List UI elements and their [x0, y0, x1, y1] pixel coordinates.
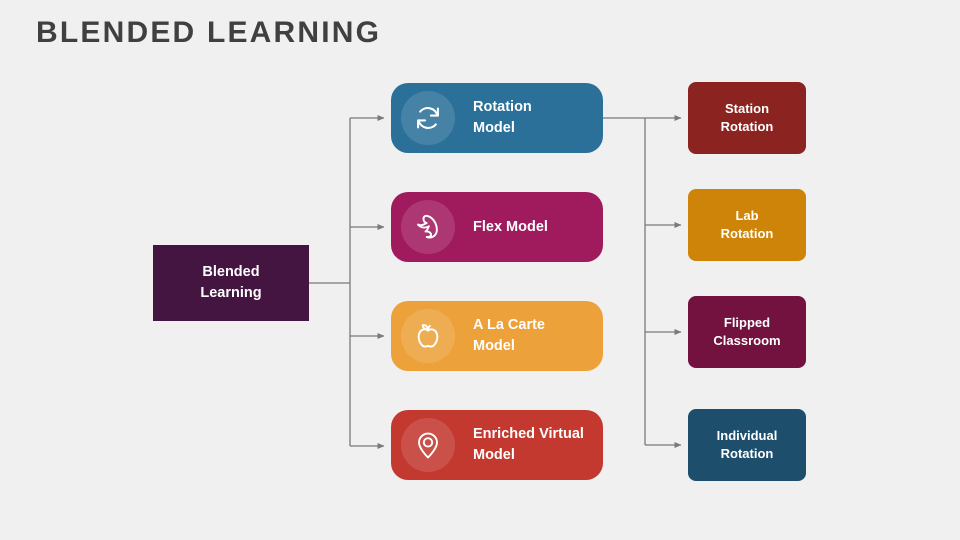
- apple-icon: [401, 309, 455, 363]
- model-card-rotation[interactable]: Rotation Model: [391, 83, 603, 153]
- leaf-card-label: Flipped Classroom: [713, 314, 781, 348]
- page-title: BLENDED LEARNING: [36, 16, 382, 49]
- model-card-a-la-carte[interactable]: A La Carte Model: [391, 301, 603, 371]
- leaf-card-station-rotation[interactable]: Station Rotation: [688, 82, 806, 154]
- bicep-icon: [401, 200, 455, 254]
- refresh-icon: [401, 91, 455, 145]
- leaf-card-label: Station Rotation: [720, 100, 774, 134]
- leaf-card-individual-rotation[interactable]: Individual Rotation: [688, 409, 806, 481]
- leaf-card-label: Individual Rotation: [716, 427, 778, 461]
- map-pin-icon: [401, 418, 455, 472]
- root-node-label: Blended Learning: [200, 263, 262, 301]
- model-card-label: A La Carte Model: [473, 317, 545, 354]
- leaf-card-flipped-classroom[interactable]: Flipped Classroom: [688, 296, 806, 368]
- root-node-blended-learning[interactable]: Blended Learning: [153, 245, 309, 321]
- model-card-flex[interactable]: Flex Model: [391, 192, 603, 262]
- leaf-card-label: Lab Rotation: [720, 207, 774, 241]
- leaf-card-lab-rotation[interactable]: Lab Rotation: [688, 189, 806, 261]
- model-card-label: Enriched Virtual Model: [473, 426, 584, 463]
- model-card-label: Flex Model: [473, 218, 548, 235]
- model-card-enriched-virtual[interactable]: Enriched Virtual Model: [391, 410, 603, 480]
- model-card-label: Rotation Model: [473, 99, 532, 136]
